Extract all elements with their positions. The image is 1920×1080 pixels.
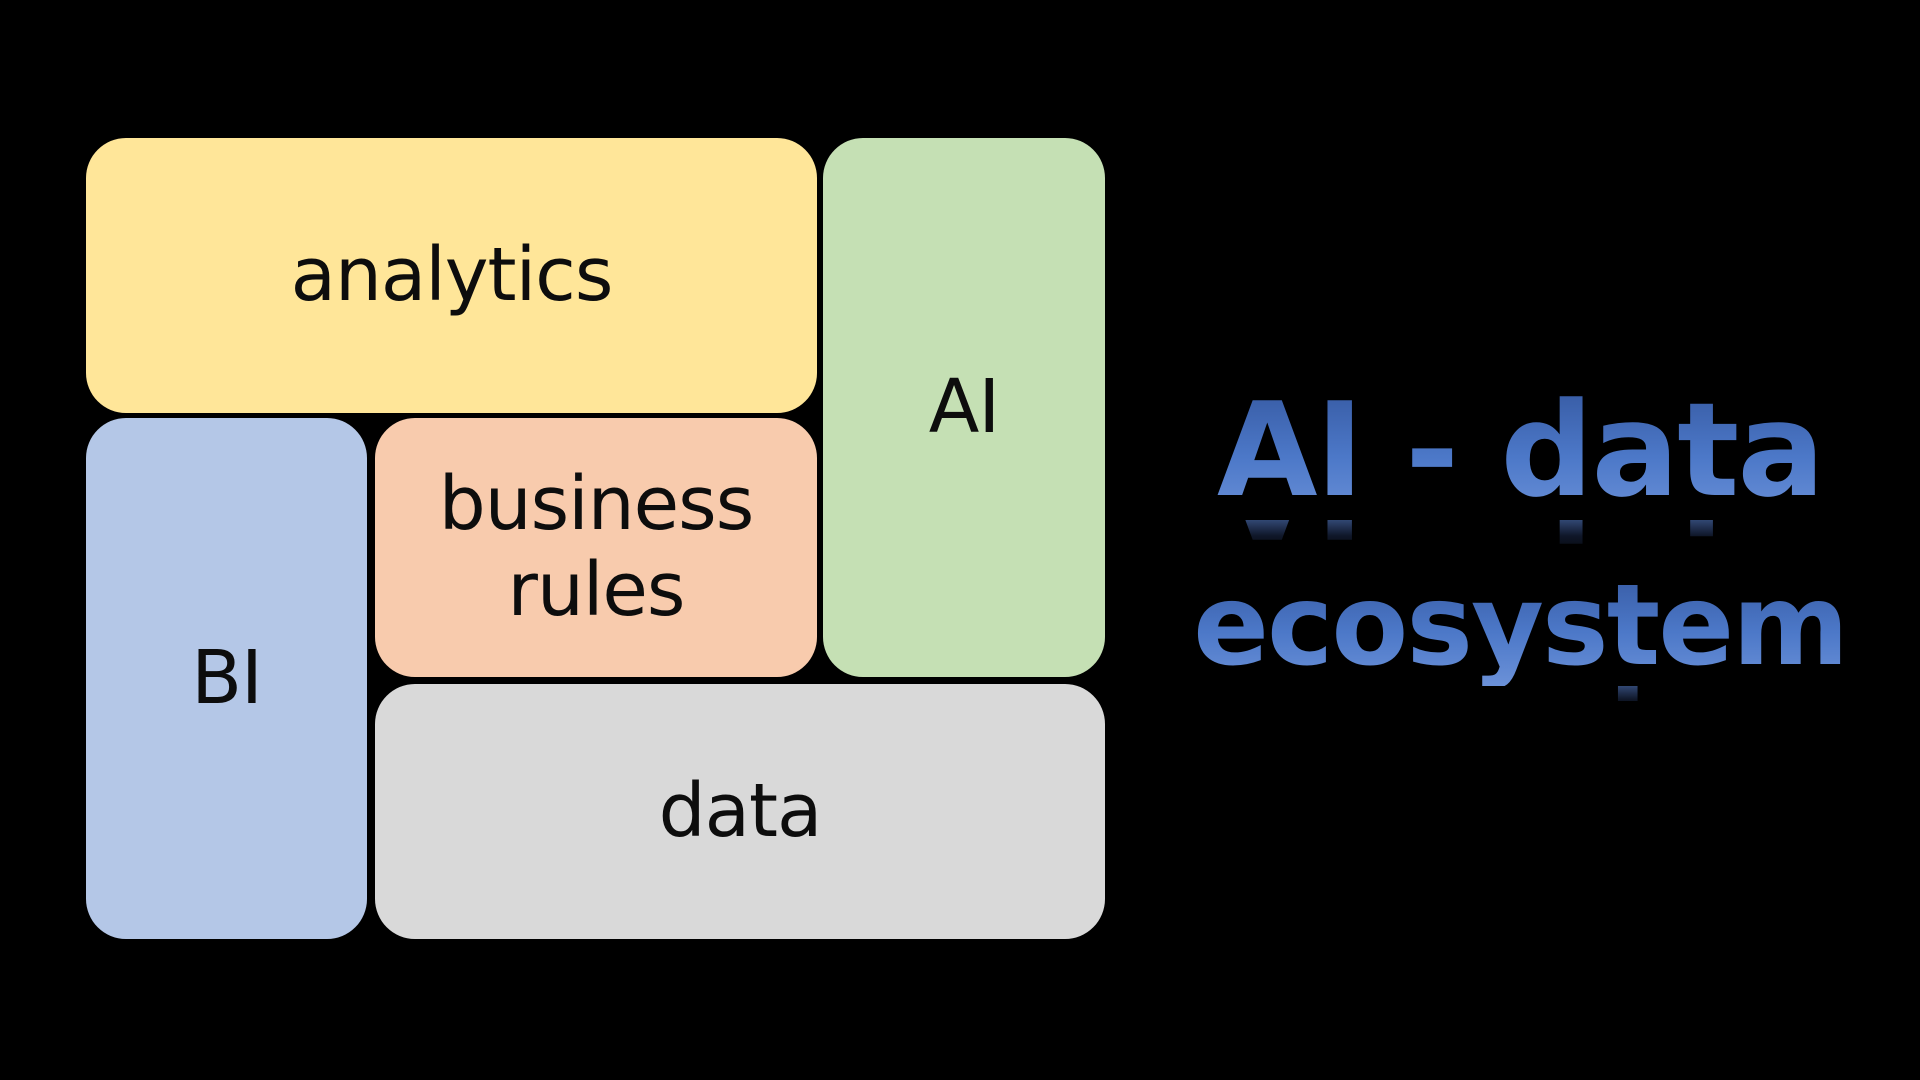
business-rules-line2: rules (507, 546, 686, 633)
title-line2-wrap: ecosystem ecosystem (1193, 560, 1849, 720)
analytics-block: analytics (86, 138, 817, 413)
bi-label: BI (191, 634, 263, 721)
business-rules-line1: business (438, 461, 755, 548)
title-line1-reflection: AI - data (1217, 520, 1823, 560)
ai-label: AI (928, 363, 1000, 450)
title-line2-reflection: ecosystem (1193, 686, 1847, 720)
title-line1-wrap: AI - data AI - data (1216, 374, 1825, 560)
business-rules-label: business rules (438, 461, 755, 633)
title-line1: AI - data (1216, 374, 1825, 526)
ai-block: AI (823, 138, 1105, 677)
bi-block: BI (86, 418, 367, 939)
data-block: data (375, 684, 1105, 939)
title-group: AI - data AI - data ecosystem ecosystem (1150, 380, 1890, 720)
business-rules-block: business rules (375, 418, 817, 677)
title-line2: ecosystem (1193, 561, 1849, 691)
data-label: data (658, 767, 823, 854)
analytics-label: analytics (290, 231, 614, 318)
